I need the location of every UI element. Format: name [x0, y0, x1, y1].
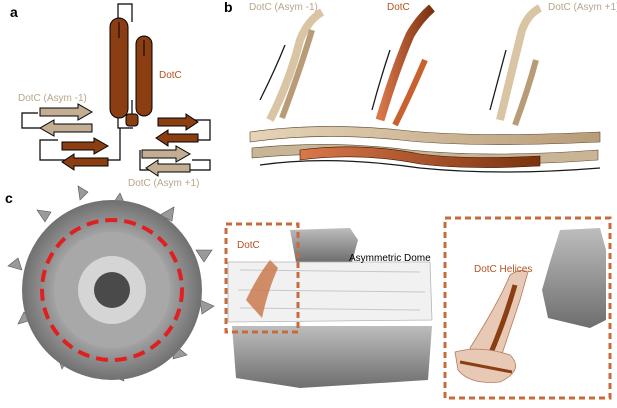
asym-plus1-strand-2: [145, 159, 191, 177]
inset-large-box: [443, 216, 612, 400]
ribbon-beta-sheets: [249, 126, 601, 173]
panel-letter-c: c: [5, 190, 13, 206]
panel-b-label-asym-minus1: DotC (Asym -1): [249, 2, 318, 13]
asym-plus1-strand-1: [141, 145, 192, 163]
panel-a-label-asym-minus1: DotC (Asym -1): [18, 93, 87, 104]
asym-minus1-strand-1: [39, 103, 94, 121]
ribbon-dotc: [371, 4, 435, 127]
panel-c-label-dotc-helices: DotC Helices: [474, 264, 533, 275]
red-dashed-ring: [40, 218, 184, 362]
panel-letter-b: b: [224, 0, 233, 15]
topology-loop-top: [117, 3, 133, 30]
density-helix-inset: [443, 216, 612, 400]
density-side-view: [224, 222, 433, 388]
topology-left-top: [21, 112, 40, 129]
panel-b-ribbon-structure: [249, 4, 601, 173]
panel-letter-a: a: [10, 4, 18, 20]
ribbon-asym-minus1: [259, 8, 325, 122]
dotc-strand-left-1: [61, 137, 110, 155]
panel-a-label-asym-plus1: DotC (Asym +1): [128, 178, 200, 189]
dotc-helix-short: [125, 113, 139, 127]
inset-small-box: [224, 222, 300, 334]
topology-left-loop: [39, 128, 121, 161]
topology-right-low: [139, 150, 211, 171]
panel-a-topology-diagram: [21, 3, 211, 177]
panel-c-label-asymmetric-dome: Asymmetric Dome: [349, 253, 431, 264]
panel-a-label-dotc: DotC: [159, 70, 182, 81]
dotc-strand-right-2: [155, 129, 199, 147]
density-top-view: [7, 185, 215, 382]
dotc-strand-right-1: [157, 113, 199, 131]
ribbon-asym-plus1: [489, 4, 542, 127]
asym-minus1-strand-2: [38, 119, 93, 137]
dotc-helix-2: [135, 35, 153, 117]
panel-b-label-asym-plus1: DotC (Asym +1): [548, 2, 617, 13]
panel-c-label-dotc: DotC: [237, 240, 260, 251]
dotc-helix-1: [109, 17, 129, 119]
dotc-strand-left-2: [61, 153, 109, 171]
panel-b-label-dotc: DotC: [387, 2, 410, 13]
